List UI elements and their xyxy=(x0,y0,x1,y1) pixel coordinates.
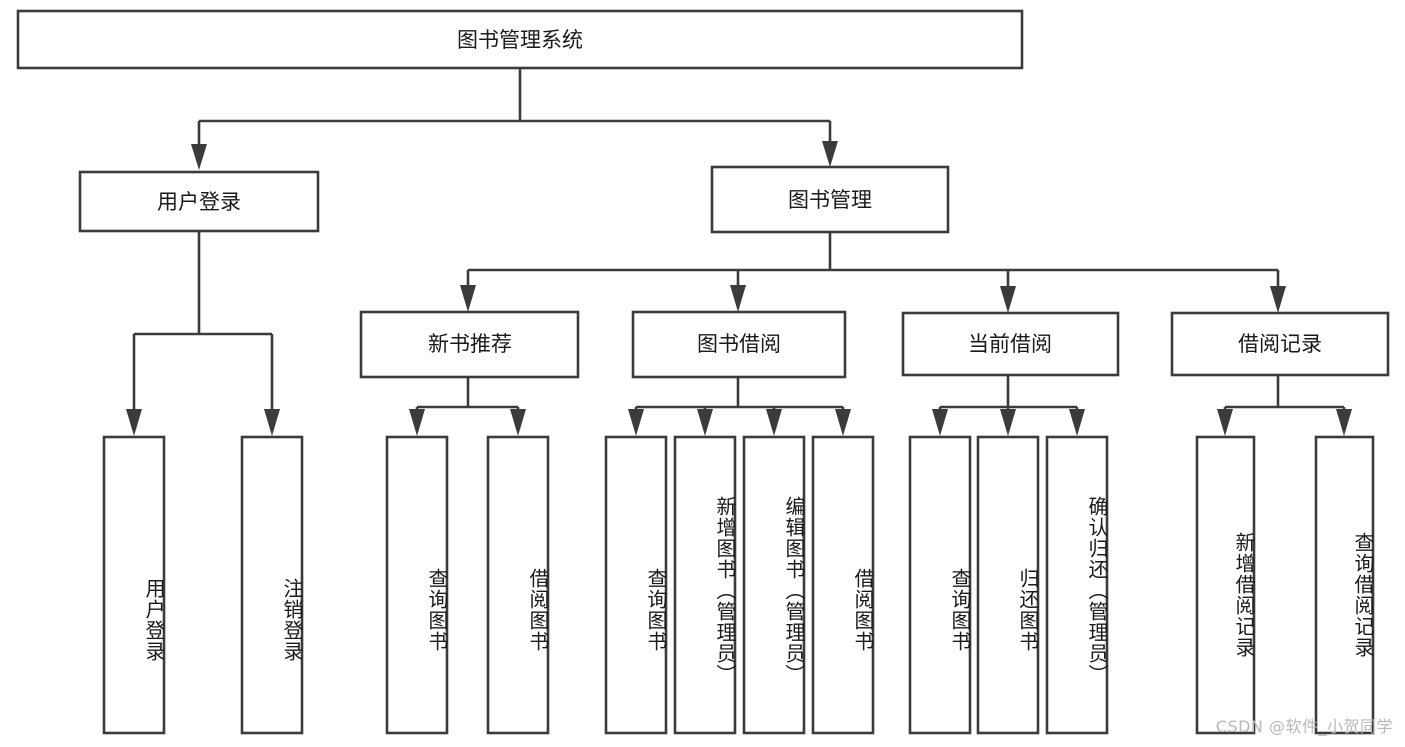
node-leaf-add-record[interactable] xyxy=(1195,435,1256,735)
arrow-head-borrow-record xyxy=(1270,286,1286,313)
node-login-label: 用户登录 xyxy=(157,190,241,214)
node-leaf-return-book[interactable] xyxy=(976,435,1040,735)
node-login[interactable] xyxy=(78,170,320,233)
node-book-mgmt-label: 图书管理 xyxy=(788,188,872,212)
node-root[interactable] xyxy=(16,9,1024,70)
arrow-head-leaf-return-book xyxy=(1000,409,1016,436)
node-leaf-user-login[interactable] xyxy=(102,435,166,735)
node-leaf-query-book-3[interactable] xyxy=(908,435,972,735)
node-new-book-rec-label: 新书推荐 xyxy=(428,332,512,356)
arrow-head-new-book-rec xyxy=(460,285,476,312)
node-book-mgmt[interactable] xyxy=(710,165,950,234)
node-leaf-query-record[interactable] xyxy=(1314,435,1375,735)
node-leaf-query-book-2[interactable] xyxy=(604,435,668,735)
node-new-book-rec[interactable] xyxy=(359,310,580,379)
node-leaf-borrow-book-1[interactable] xyxy=(486,435,550,735)
arrow-head-leaf-logout xyxy=(264,409,280,436)
arrow-head-leaf-confirm-return xyxy=(1069,409,1085,436)
node-layer xyxy=(16,9,1390,735)
arrow-head-book-borrow xyxy=(730,285,746,312)
node-current-borrow-label: 当前借阅 xyxy=(968,332,1052,356)
arrow-head-leaf-query-book-2 xyxy=(628,409,644,436)
node-borrow-record[interactable] xyxy=(1170,311,1390,377)
label-layer: 图书管理系统 用户登录 图书管理 新书推荐 图书借阅 当前借阅 借阅记录 xyxy=(157,28,1322,356)
node-leaf-logout[interactable] xyxy=(240,435,304,735)
arrow-head-leaf-edit-book xyxy=(766,409,782,436)
arrow-head-leaf-borrow-book-1 xyxy=(510,409,526,436)
node-borrow-record-label: 借阅记录 xyxy=(1238,332,1322,356)
node-leaf-confirm-return[interactable] xyxy=(1045,435,1109,735)
node-book-borrow[interactable] xyxy=(631,310,847,379)
arrow-head-leaf-user-login xyxy=(126,409,142,436)
arrow-head-leaf-query-record xyxy=(1336,409,1352,436)
node-leaf-add-book[interactable] xyxy=(673,435,737,735)
node-book-borrow-label: 图书借阅 xyxy=(697,332,781,356)
node-leaf-borrow-book-2[interactable] xyxy=(811,435,875,735)
arrow-head-leaf-add-book xyxy=(697,409,713,436)
arrow-head-bookmgmt xyxy=(822,141,838,167)
node-leaf-query-book-1[interactable] xyxy=(385,435,449,735)
arrow-head-leaf-query-book-3 xyxy=(932,409,948,436)
node-root-label: 图书管理系统 xyxy=(457,28,583,52)
arrow-head-leaf-add-record xyxy=(1217,409,1233,436)
arrow-head-leaf-borrow-book-2 xyxy=(835,409,851,436)
arrow-head-login xyxy=(191,144,207,170)
node-current-borrow[interactable] xyxy=(901,311,1120,377)
arrow-head-leaf-query-book-1 xyxy=(409,409,425,436)
node-leaf-edit-book[interactable] xyxy=(742,435,806,735)
connector-layer xyxy=(126,68,1352,436)
watermark: CSDN @软件_小贺同学 xyxy=(1215,717,1393,736)
arrow-head-current-borrow xyxy=(1000,286,1016,313)
